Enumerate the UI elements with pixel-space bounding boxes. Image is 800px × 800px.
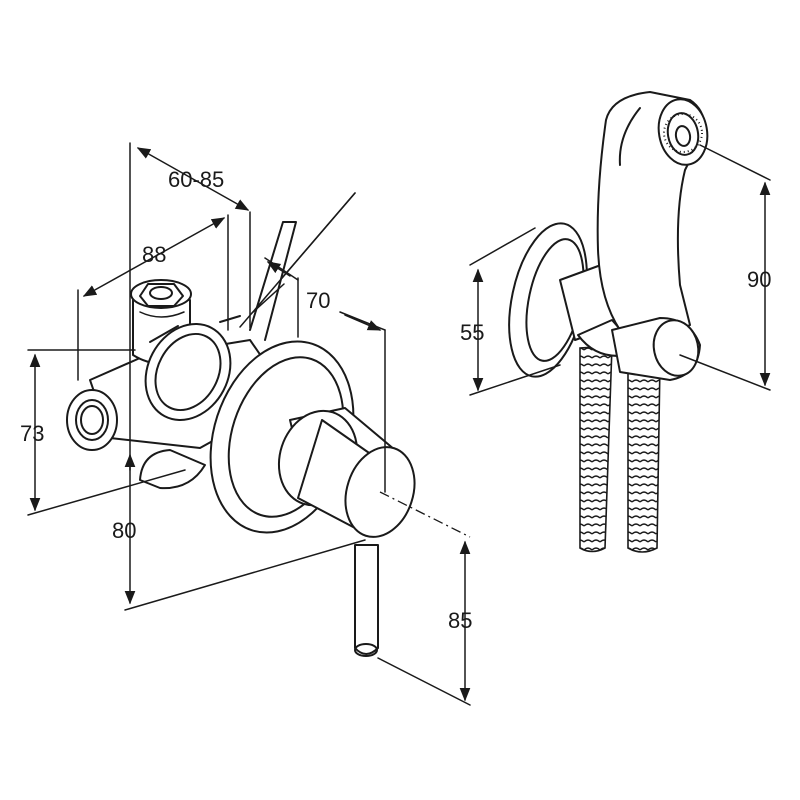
dim-label-60-85: 60-85 (168, 167, 224, 192)
dim-label-70: 70 (306, 288, 330, 313)
dim-label-90: 90 (747, 267, 771, 292)
lever-handle (277, 407, 416, 657)
concealed-mixer (66, 192, 471, 657)
hand-spray-assembly (508, 91, 709, 553)
dimension-lines-right (469, 144, 771, 396)
shower-hose (579, 345, 661, 553)
dim-label-80: 80 (112, 518, 136, 543)
dimension-lines-left (27, 142, 471, 706)
dim-label-73: 73 (20, 421, 44, 446)
centre-line (379, 491, 471, 538)
dimension-labels: 60-85 88 70 73 80 85 55 90 (20, 167, 771, 633)
hand-spray-head (596, 91, 709, 381)
dim-label-85: 85 (448, 608, 472, 633)
dim-label-88: 88 (142, 242, 166, 267)
dim-label-55: 55 (460, 320, 484, 345)
wall-plane-lines (239, 192, 356, 341)
